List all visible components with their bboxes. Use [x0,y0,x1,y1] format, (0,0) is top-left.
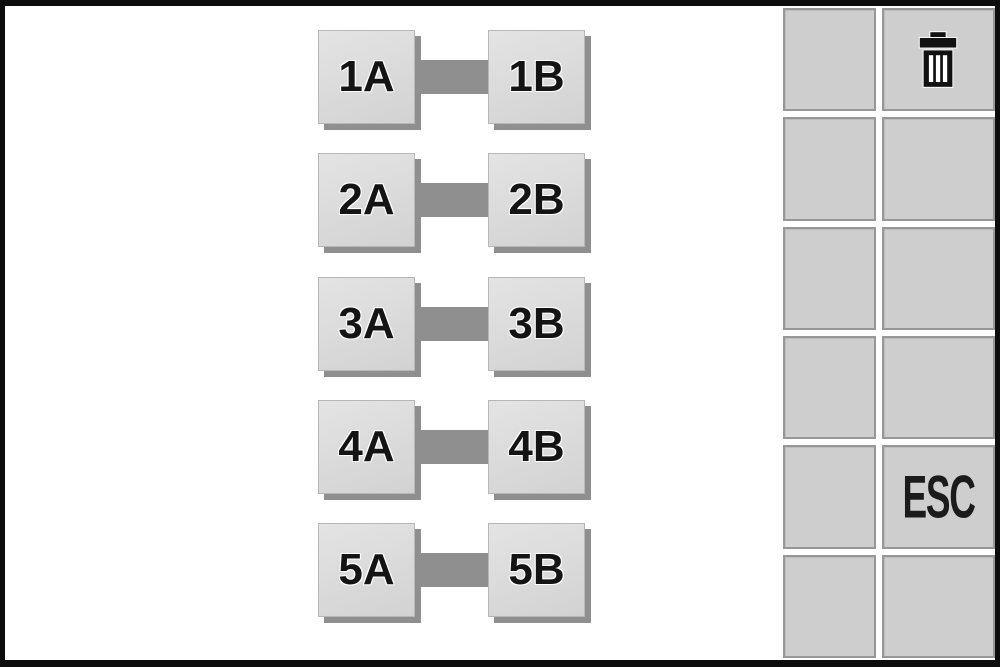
trash-button[interactable] [881,8,995,112]
button-3a[interactable]: 3A [318,277,415,371]
button-2a-label: 2A [338,175,395,224]
button-2b-label: 2B [508,175,565,224]
sidebar-cell [881,554,995,658]
esc-button-label: ESC [902,462,975,531]
button-3b[interactable]: 3B [488,277,585,371]
button-3a-label: 3A [338,299,395,348]
pair-row-4: 4A 4B [318,400,598,497]
button-4b-label: 4B [508,422,565,471]
sidebar-cell [783,336,876,440]
button-5b-label: 5B [508,545,565,594]
sidebar-grid: ESC [777,6,995,660]
button-1b[interactable]: 1B [488,30,585,124]
pair-4-connector [414,430,494,464]
button-5b[interactable]: 5B [488,523,585,617]
button-1b-label: 1B [508,52,565,101]
sidebar-cell [881,226,995,330]
pair-1-connector [414,60,494,94]
esc-button[interactable]: ESC [881,445,995,549]
pair-2-connector [414,183,494,217]
sidebar-cell [783,445,876,549]
button-4a-label: 4A [338,422,395,471]
pair-row-3: 3A 3B [318,277,598,374]
button-1a-label: 1A [338,52,395,101]
sidebar-cell [881,117,995,221]
sidebar-cell [783,8,876,112]
pair-row-1: 1A 1B [318,30,598,127]
button-2a[interactable]: 2A [318,153,415,247]
button-2b[interactable]: 2B [488,153,585,247]
button-3b-label: 3B [508,299,565,348]
button-4b[interactable]: 4B [488,400,585,494]
button-4a[interactable]: 4A [318,400,415,494]
sidebar-cell [783,226,876,330]
button-5a[interactable]: 5A [318,523,415,617]
pair-row-5: 5A 5B [318,523,598,620]
trash-icon [919,30,958,88]
pair-5-connector [414,553,494,587]
sidebar-cell [783,117,876,221]
button-1a[interactable]: 1A [318,30,415,124]
sidebar-cell [881,336,995,440]
sidebar-cell [783,554,876,658]
pair-row-2: 2A 2B [318,153,598,250]
button-5a-label: 5A [338,545,395,594]
pair-3-connector [414,307,494,341]
